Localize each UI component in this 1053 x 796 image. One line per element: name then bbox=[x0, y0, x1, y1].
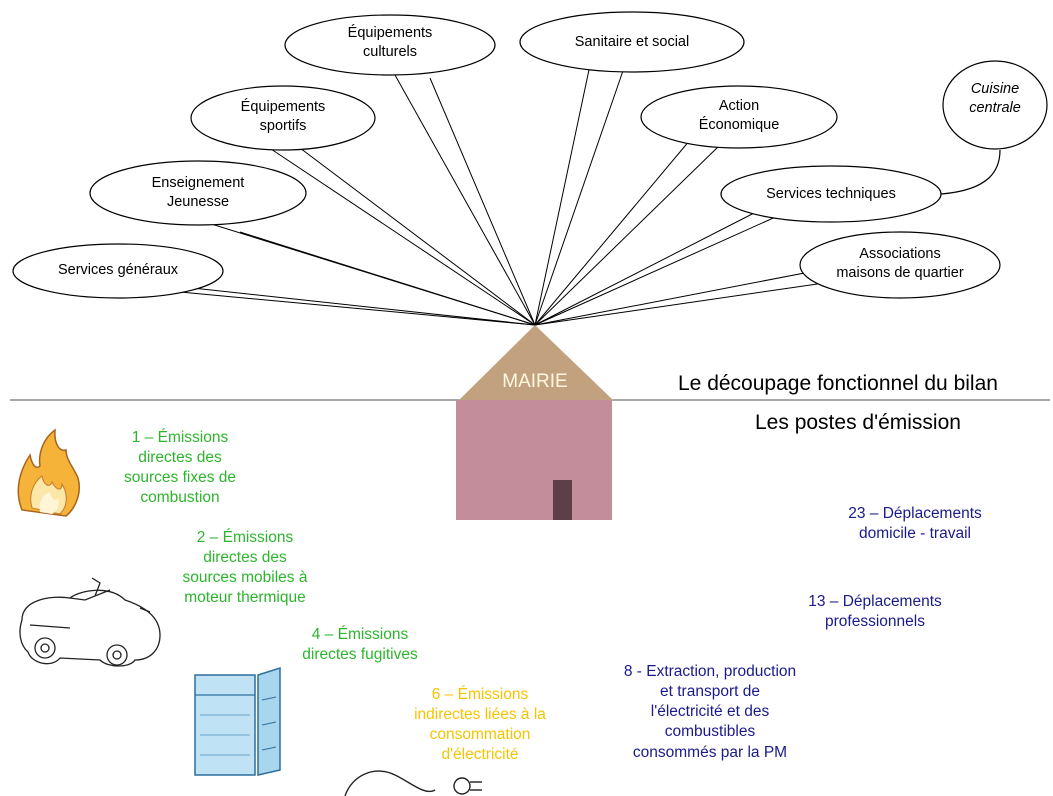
emission-23: 23 – Déplacements domicile - travail bbox=[848, 505, 982, 543]
label-enseignement: Enseignement Jeunesse bbox=[151, 175, 245, 210]
house-body bbox=[456, 400, 612, 520]
service-ellipses bbox=[12, 11, 1048, 299]
fridge-icon bbox=[194, 666, 281, 776]
title-emission: Les postes d'émission bbox=[755, 411, 961, 434]
ellipse-cuisine bbox=[942, 60, 1048, 150]
ellipse-culturels bbox=[284, 14, 496, 76]
house-door bbox=[553, 480, 572, 520]
plug-icon bbox=[344, 770, 482, 796]
label-culturels: Équipements culturels bbox=[347, 25, 433, 60]
ellipse-sportifs bbox=[190, 85, 376, 151]
label-cuisine: Cuisine centrale bbox=[969, 81, 1021, 116]
emission-4: 4 – Émissions directes fugitives bbox=[302, 626, 418, 664]
ellipse-enseignement bbox=[89, 160, 307, 226]
house-roof bbox=[459, 325, 613, 400]
emission-8: 8 - Extraction, production et transport … bbox=[623, 663, 797, 761]
fire-icon bbox=[17, 428, 80, 517]
fan-lines bbox=[164, 64, 846, 326]
ellipse-action bbox=[640, 85, 838, 149]
title-functional: Le découpage fonctionnel du bilan bbox=[678, 372, 998, 395]
label-techniques: Services techniques bbox=[766, 186, 896, 202]
label-associations: Associations maisons de quartier bbox=[836, 246, 964, 281]
car-icon bbox=[19, 577, 161, 667]
label-sanitaire: Sanitaire et social bbox=[574, 34, 690, 50]
emission-1: 1 – Émissions directes des sources fixes… bbox=[124, 429, 236, 507]
emission-6: 6 – Émissions indirectes liées à la cons… bbox=[414, 686, 546, 764]
emission-13: 13 – Déplacements professionnels bbox=[808, 593, 942, 631]
mairie-label: MAIRIE bbox=[502, 371, 568, 392]
label-sportifs: Équipements sportifs bbox=[240, 99, 326, 134]
label-services-generaux: Services généraux bbox=[57, 262, 179, 278]
label-action: Action Économique bbox=[698, 98, 780, 133]
ellipse-sanitaire bbox=[519, 11, 745, 73]
cuisine-connector bbox=[940, 149, 1001, 195]
ellipse-associations bbox=[799, 231, 1001, 299]
ellipse-services-generaux bbox=[12, 243, 224, 299]
emission-2: 2 – Émissions directes des sources mobil… bbox=[182, 529, 308, 607]
